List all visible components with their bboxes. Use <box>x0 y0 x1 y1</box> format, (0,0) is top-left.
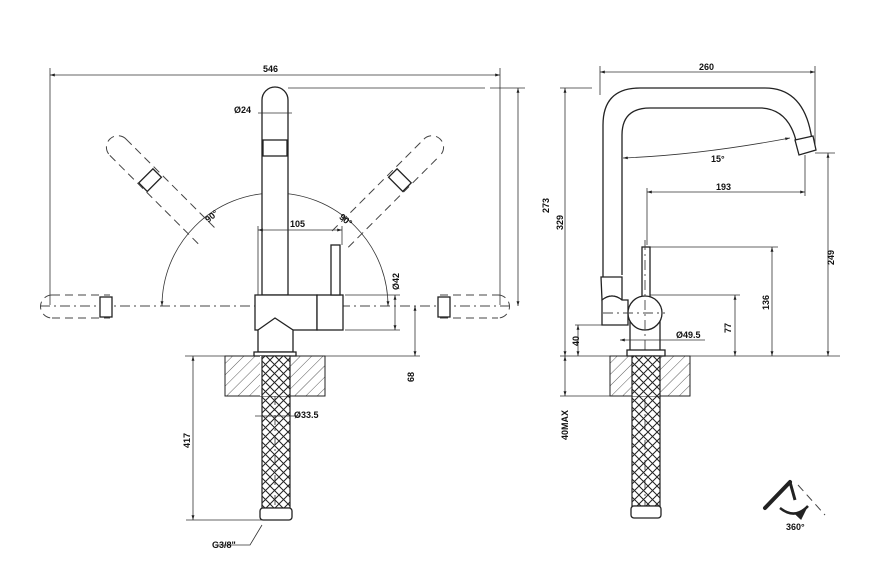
side-lever <box>641 246 651 298</box>
lever-height-label: 136 <box>761 295 771 310</box>
hose-length-label: 417 <box>182 433 192 448</box>
connection-label: G3/8" <box>212 540 236 550</box>
spout-diameter-label: Ø24 <box>234 105 251 115</box>
flex-hose <box>261 355 291 509</box>
outlet-height-label: 249 <box>826 250 836 265</box>
body-axis-height-label: 77 <box>723 323 733 333</box>
rotation-label: 360° <box>786 522 805 532</box>
side-aerator <box>794 135 817 156</box>
body-diameter-label: Ø42 <box>391 273 401 290</box>
diverter-height-label: 40 <box>571 336 581 346</box>
spout-rotated-right <box>331 135 510 319</box>
aerator <box>262 139 288 157</box>
hose-fitting <box>259 507 293 521</box>
rotation-360-icon: 360° <box>763 480 826 532</box>
spout-height-label: 273 <box>541 198 551 213</box>
depth-label: 260 <box>699 62 714 72</box>
spout-tube <box>261 86 289 296</box>
spout-angle-label: 15° <box>711 154 725 164</box>
lever-base <box>316 294 344 331</box>
side-view: 260 329 15° 193 249 136 77 40 <box>555 62 840 520</box>
lever-handle <box>330 244 341 296</box>
spout-rotated-left <box>40 135 219 319</box>
side-spout-outer <box>602 87 813 320</box>
side-flex-hose <box>631 355 661 507</box>
front-view: 546 90° 90° Ø24 <box>40 64 551 550</box>
total-height-label: 329 <box>555 215 565 230</box>
counter-max-label: 40MAX <box>560 410 570 440</box>
shank-diameter-label: Ø33.5 <box>294 410 319 420</box>
dim-546-label: 546 <box>263 64 278 74</box>
reach-label: 193 <box>716 182 731 192</box>
base-diameter-label: Ø49.5 <box>676 330 701 340</box>
mixer-body <box>254 294 318 331</box>
body-height-label: 68 <box>406 372 416 382</box>
swivel-left-label: 90° <box>203 208 220 225</box>
lever-offset-label: 105 <box>290 219 305 229</box>
swivel-right-label: 90° <box>337 212 354 229</box>
